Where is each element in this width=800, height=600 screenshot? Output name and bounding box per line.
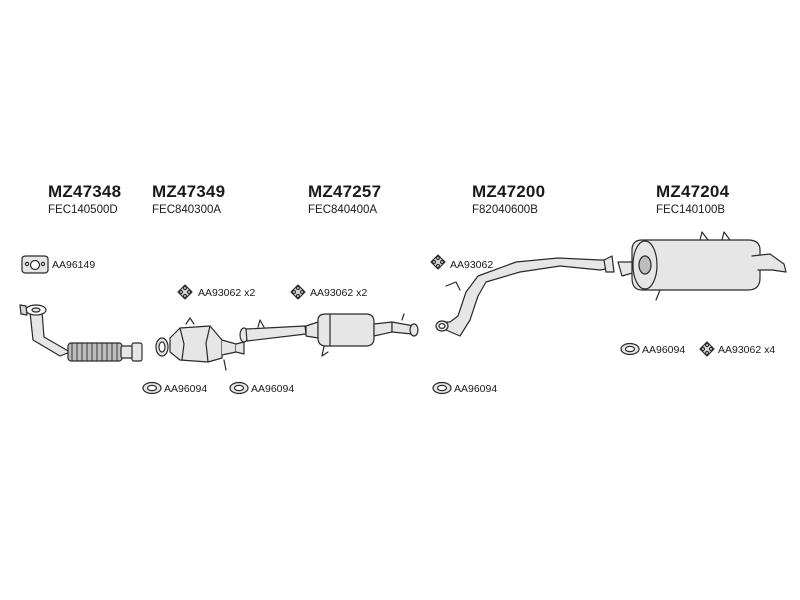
part-code-middle-silencer: MZ47257 xyxy=(308,182,382,201)
accessory-label-mount-rear: AA93062 x4 xyxy=(718,344,776,356)
flange-gasket-icon xyxy=(21,255,49,274)
part-code-catalyst: MZ47349 xyxy=(152,182,226,201)
ring-gasket-icon xyxy=(229,381,249,395)
part-code-rear-silencer: MZ47204 xyxy=(656,182,730,201)
accessory-label-flange-gasket: AA96149 xyxy=(52,259,96,271)
ring-gasket-icon xyxy=(142,381,162,395)
accessory-label-mount-intermediate: AA93062 xyxy=(450,259,494,271)
part-ref-middle-silencer: FEC840400A xyxy=(308,204,378,216)
intermediate-pipe-part xyxy=(435,255,615,337)
accessory-label-gasket-1: AA96094 xyxy=(164,383,208,395)
middle-silencer-part xyxy=(239,313,419,357)
catalyst-part xyxy=(155,317,245,371)
ring-gasket-icon xyxy=(432,381,452,395)
part-ref-catalyst: FEC840300A xyxy=(152,204,222,216)
front-pipe-part xyxy=(19,304,143,362)
part-ref-intermediate-pipe: F82040600B xyxy=(472,204,538,216)
part-ref-rear-silencer: FEC140100B xyxy=(656,204,726,216)
part-code-front-pipe: MZ47348 xyxy=(48,182,122,201)
accessory-label-gasket-4: AA96094 xyxy=(642,344,686,356)
rubber-mount-icon xyxy=(430,254,446,270)
accessory-label-mount-catalyst: AA93062 x2 xyxy=(198,287,256,299)
rear-silencer-part xyxy=(617,231,787,301)
rubber-mount-icon xyxy=(290,284,306,300)
accessory-label-gasket-2: AA96094 xyxy=(251,383,295,395)
part-code-intermediate-pipe: MZ47200 xyxy=(472,182,546,201)
accessory-label-mount-middle: AA93062 x2 xyxy=(310,287,368,299)
rubber-mount-icon xyxy=(699,341,715,357)
accessory-label-gasket-3: AA96094 xyxy=(454,383,498,395)
part-ref-front-pipe: FEC140500D xyxy=(48,204,118,216)
ring-gasket-icon xyxy=(620,342,640,356)
rubber-mount-icon xyxy=(177,284,193,300)
